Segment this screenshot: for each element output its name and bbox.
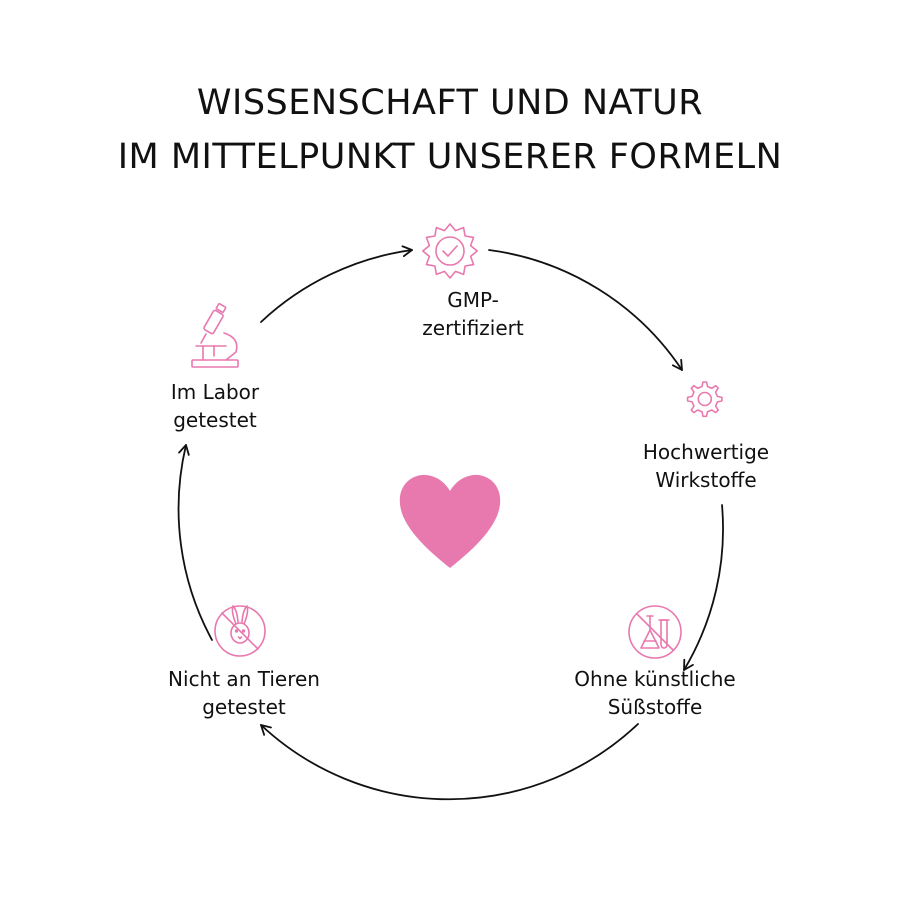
arrow-suessstoffe-to-tiere <box>260 723 639 801</box>
node-label-tiere: Nicht an Tieren getestet <box>124 665 364 721</box>
node-label-tiere-line1: Nicht an Tieren <box>168 667 320 691</box>
node-label-labor-line2: getestet <box>173 408 257 432</box>
node-label-suessstoffe-line1: Ohne künstliche <box>574 667 736 691</box>
page-title: WISSENSCHAFT UND NATUR IM MITTELPUNKT UN… <box>0 76 900 184</box>
gear-check-icon <box>422 223 478 279</box>
node-label-suessstoffe-line2: Süßstoffe <box>607 695 703 719</box>
microscope-icon <box>191 302 239 368</box>
node-label-wirkstoffe-line2: Wirkstoffe <box>655 468 757 492</box>
title-line-2: IM MITTELPUNKT UNSERER FORMELN <box>117 137 783 177</box>
node-label-labor-line1: Im Labor <box>170 380 260 404</box>
node-label-wirkstoffe-line1: Hochwertige <box>642 440 770 464</box>
node-label-labor: Im Labor getestet <box>95 378 335 434</box>
arrow-wirkstoffe-to-suessstoffe <box>683 504 724 671</box>
node-label-wirkstoffe: Hochwertige Wirkstoffe <box>586 438 826 494</box>
arrow-tiere-to-lab <box>177 444 213 641</box>
title-line-1: WISSENSCHAFT UND NATUR <box>196 83 704 123</box>
gear-icon <box>686 381 723 418</box>
heart-icon <box>399 474 501 568</box>
node-label-gmp-line2: zertifiziert <box>422 316 524 340</box>
no-animal-testing-icon <box>214 605 266 657</box>
arrow-lab-to-gmp <box>260 245 413 323</box>
node-label-tiere-line2: getestet <box>202 695 286 719</box>
node-label-gmp-line1: GMP- <box>447 288 499 312</box>
node-label-suessstoffe: Ohne künstliche Süßstoffe <box>535 665 775 721</box>
arrow-gmp-to-wirkstoffe <box>488 249 683 371</box>
no-artificial-sweetener-icon <box>628 605 682 659</box>
node-label-gmp: GMP- zertifiziert <box>353 286 593 342</box>
